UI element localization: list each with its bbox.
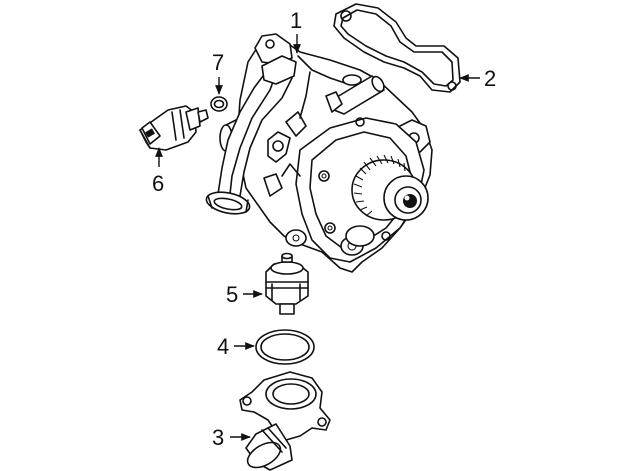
callout-6: 6 <box>152 171 164 196</box>
gasket[interactable] <box>333 3 461 93</box>
callout-5: 5 <box>226 282 238 307</box>
temperature-sensor[interactable] <box>139 105 209 151</box>
thermostat[interactable] <box>265 252 309 315</box>
water-pump-housing[interactable] <box>204 33 433 273</box>
thermostat-housing[interactable] <box>239 371 331 471</box>
callout-2: 2 <box>484 66 496 91</box>
callout-7: 7 <box>212 50 224 75</box>
callout-3: 3 <box>212 425 224 450</box>
callout-4: 4 <box>217 334 229 359</box>
callout-arrows <box>155 34 480 441</box>
small-seal-ring[interactable] <box>210 96 228 112</box>
large-o-ring[interactable] <box>255 329 315 365</box>
callout-1: 1 <box>290 8 302 33</box>
